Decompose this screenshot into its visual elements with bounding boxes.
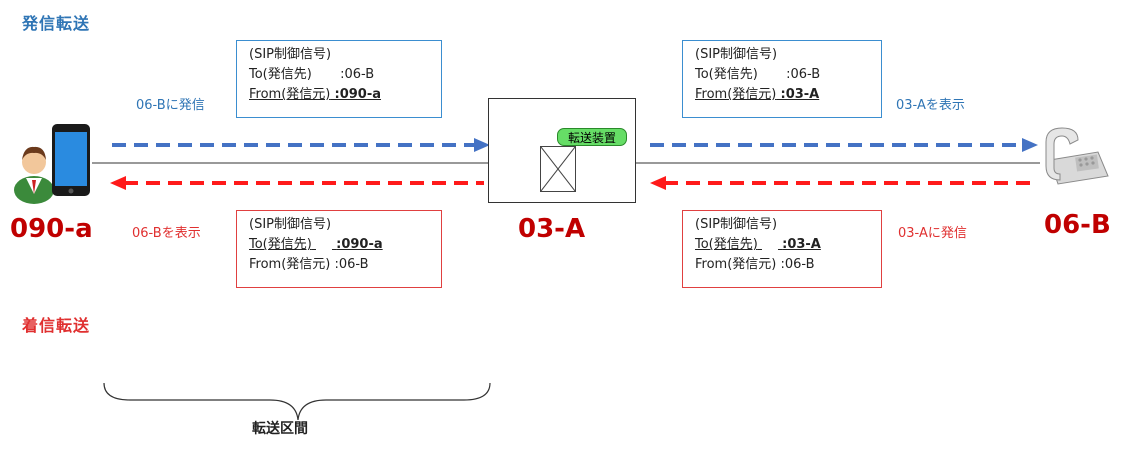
- note-left-top: 06-Bに発信: [136, 98, 205, 113]
- note-right-bottom: 03-Aに発信: [898, 226, 967, 241]
- node-label-right: 06-B: [1044, 210, 1111, 240]
- sip-from-label: From(発信元): [249, 257, 331, 272]
- device-placeholder-image: [540, 146, 576, 192]
- sip-box-top-right: (SIP制御信号) To(発信先) :06-B From(発信元) :03-A: [682, 40, 882, 118]
- blue-arrow-right-head: [1022, 138, 1038, 152]
- sip-from-label: From(発信元): [249, 87, 331, 102]
- sip-from-row: From(発信元) :06-B: [249, 255, 431, 275]
- blue-arrow-left-head: [474, 138, 490, 152]
- sip-box-title: (SIP制御信号): [249, 47, 332, 62]
- sip-from-row: From(発信元) :03-A: [695, 85, 871, 105]
- sip-to-value: :06-B: [340, 67, 375, 82]
- sip-from-value: :06-B: [780, 257, 815, 272]
- sip-to-label: To(発信先): [695, 67, 758, 82]
- sip-from-value: :06-B: [334, 257, 369, 272]
- red-arrow-left-head: [110, 176, 126, 190]
- sip-to-label: To(発信先): [249, 237, 312, 252]
- transfer-device-tag: 転送装置: [557, 128, 627, 146]
- note-left-bottom: 06-Bを表示: [132, 226, 201, 241]
- transfer-device-box: [488, 98, 636, 203]
- node-label-left: 090-a: [10, 214, 93, 244]
- note-right-top: 03-Aを表示: [896, 98, 965, 113]
- outgoing-transfer-title: 発信転送: [22, 14, 91, 33]
- sip-from-row: From(発信元) :06-B: [695, 255, 871, 275]
- desk-telephone-icon: [1045, 127, 1109, 185]
- transfer-section-label: 転送区間: [252, 421, 308, 437]
- transfer-section-brace: [103, 382, 491, 421]
- sip-to-row: To(発信先) :06-B: [695, 65, 871, 85]
- sip-to-value: :090-a: [336, 237, 383, 252]
- sip-box-title: (SIP制御信号): [695, 217, 778, 232]
- red-arrow-right-head: [650, 176, 666, 190]
- sip-from-row: From(発信元) :090-a: [249, 85, 431, 105]
- sip-from-label: From(発信元): [695, 87, 777, 102]
- sip-box-bottom-left: (SIP制御信号) To(発信先) :090-a From(発信元) :06-B: [236, 210, 442, 288]
- sip-to-row: To(発信先) :03-A: [695, 235, 871, 255]
- sip-box-title: (SIP制御信号): [695, 47, 778, 62]
- user-smartphone-icon: [14, 124, 90, 204]
- sip-box-title: (SIP制御信号): [249, 217, 332, 232]
- sip-to-label: To(発信先): [695, 237, 758, 252]
- sip-to-label: To(発信先): [249, 67, 312, 82]
- sip-box-bottom-right: (SIP制御信号) To(発信先) :03-A From(発信元) :06-B: [682, 210, 882, 288]
- incoming-transfer-title: 着信転送: [22, 316, 91, 335]
- node-label-center: 03-A: [518, 214, 586, 244]
- sip-from-label: From(発信元): [695, 257, 777, 272]
- sip-from-value: :03-A: [780, 87, 820, 102]
- sip-box-top-left: (SIP制御信号) To(発信先) :06-B From(発信元) :090-a: [236, 40, 442, 118]
- sip-to-row: To(発信先) :090-a: [249, 235, 431, 255]
- sip-to-value: :03-A: [782, 237, 821, 252]
- sip-from-value: :090-a: [334, 87, 382, 102]
- sip-to-value: :06-B: [786, 67, 821, 82]
- sip-to-row: To(発信先) :06-B: [249, 65, 431, 85]
